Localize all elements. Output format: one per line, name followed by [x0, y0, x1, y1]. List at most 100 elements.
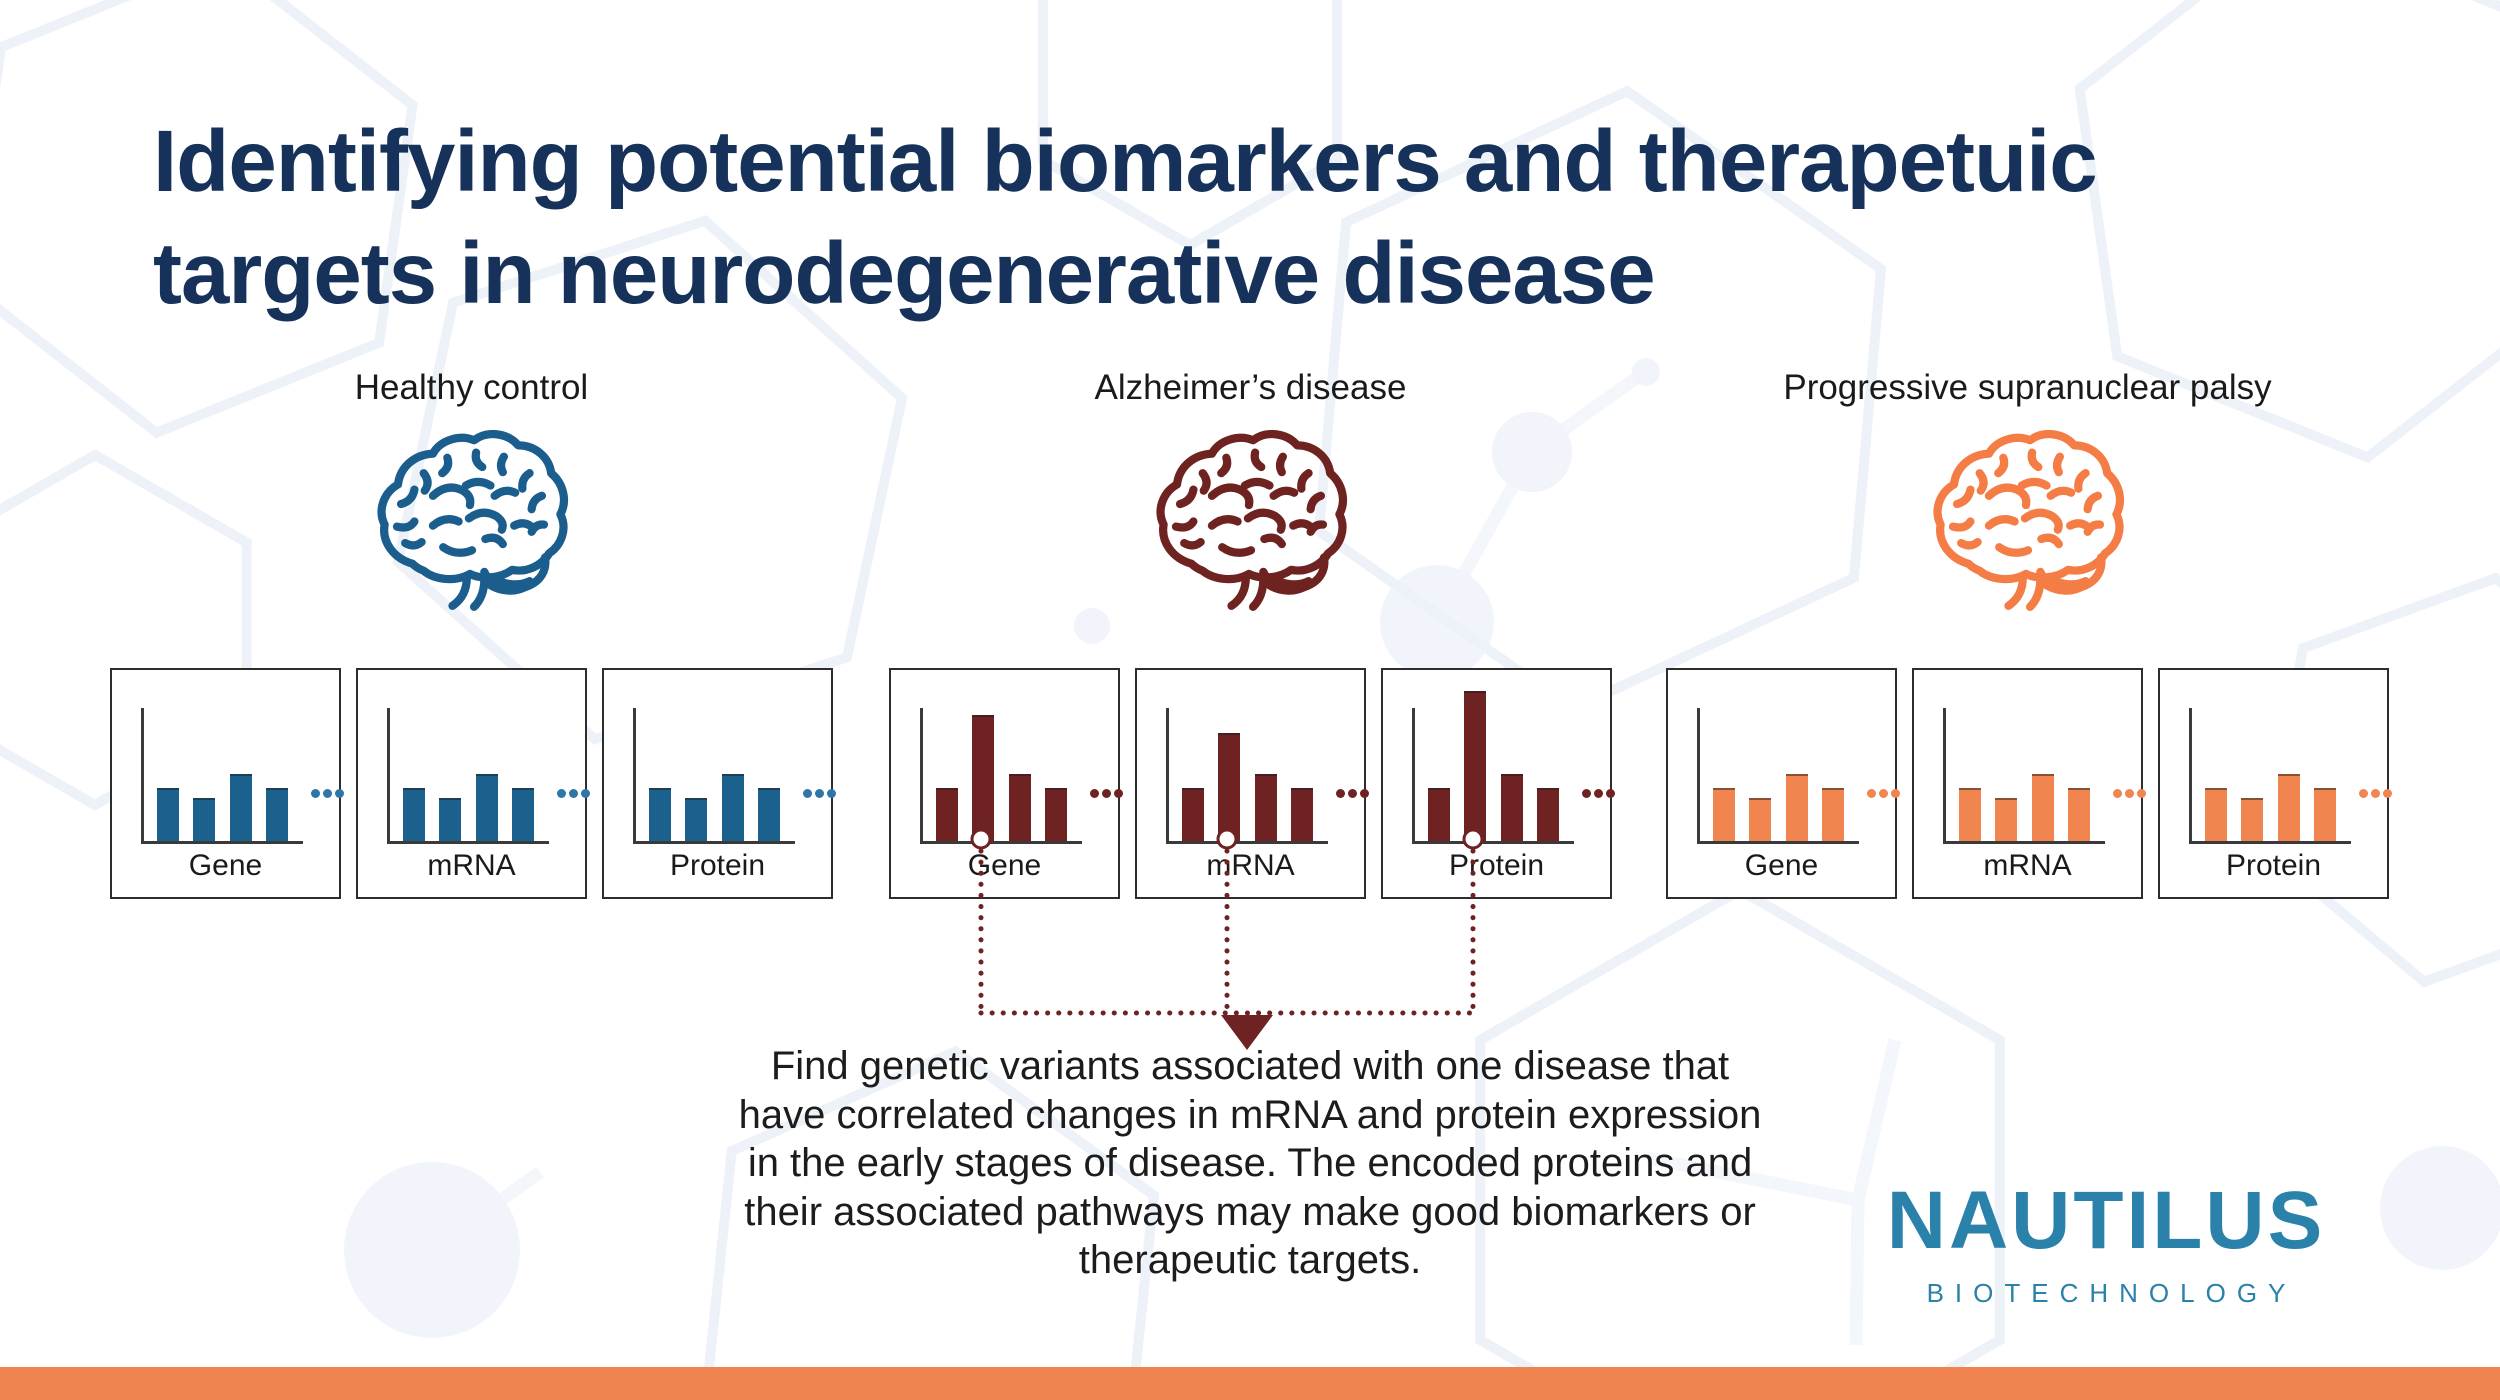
bar [1182, 788, 1204, 841]
page-title-line2: targets in neurodegenerative disease [153, 225, 1656, 323]
ellipsis-dot-icon [1090, 789, 1099, 798]
x-axis [1166, 841, 1328, 844]
bar [2314, 788, 2336, 841]
ellipsis-dot-icon [2383, 789, 2392, 798]
healthy-chart-mrna: mRNA [356, 668, 590, 899]
chart-label: mRNA [1983, 849, 2072, 882]
healthy-brain [110, 430, 833, 618]
y-axis [141, 708, 144, 844]
bar [1822, 788, 1844, 841]
x-axis [1943, 841, 2105, 844]
psp-chart-protein: Protein [2158, 668, 2392, 899]
page-title-line1: Identifying potential biomarkers and the… [153, 113, 2098, 211]
bar [685, 798, 707, 841]
bar [266, 788, 288, 841]
ellipsis-dot-icon [1102, 789, 1111, 798]
y-axis [920, 708, 923, 844]
psp-brain-icon [1933, 430, 2124, 611]
bar [403, 788, 425, 841]
chart-label: mRNA [1206, 849, 1295, 882]
y-axis [1166, 708, 1169, 844]
nautilus-logo: NAUTILUS BIOTECHNOLOGY [1880, 1180, 2332, 1309]
chart-label: Gene [1744, 849, 1819, 882]
x-axis [1697, 841, 1859, 844]
bar [230, 774, 252, 841]
ellipsis-dot-icon [569, 789, 578, 798]
y-axis [387, 708, 390, 844]
x-axis [141, 841, 303, 844]
page-title: Identifying potential biomarkers and the… [153, 106, 2443, 330]
chart-label: Protein [2225, 849, 2322, 882]
alzheimers-label: Alzheimer’s disease [1094, 368, 1407, 407]
chart-label: Gene [188, 849, 263, 882]
bar [439, 798, 461, 841]
ellipsis-dot-icon [1360, 789, 1369, 798]
alzheimers-brain-icon [1156, 430, 1347, 611]
ellipsis-dot-icon [581, 789, 590, 798]
alzheimers-chart-gene: Gene [889, 668, 1123, 899]
bar [1786, 774, 1808, 841]
psp-brain [1666, 430, 2389, 618]
ellipsis-dot-icon [1348, 789, 1357, 798]
ellipsis-dot-icon [323, 789, 332, 798]
healthy-chart-protein: Protein [602, 668, 836, 899]
ellipsis-dot-icon [1336, 789, 1345, 798]
annotation-line: their associated pathways may make good … [744, 1189, 1756, 1234]
bar [1464, 691, 1486, 841]
ellipsis-dot-icon [2371, 789, 2380, 798]
group-alzheimers: Alzheimer’s disease Gene mRNA Protein [889, 368, 1615, 908]
nautilus-subtitle: BIOTECHNOLOGY [1926, 1278, 2297, 1308]
healthy-label: Healthy control [354, 368, 589, 407]
bar [512, 788, 534, 841]
annotation-text: Find genetic variants associated with on… [600, 1042, 1900, 1285]
bar [1959, 788, 1981, 841]
ellipsis-dot-icon [2125, 789, 2134, 798]
ellipsis-dot-icon [2113, 789, 2122, 798]
nautilus-wordmark: NAUTILUS [1886, 1175, 2326, 1266]
x-axis [2189, 841, 2351, 844]
y-axis [1943, 708, 1946, 844]
ellipsis-dot-icon [803, 789, 812, 798]
x-axis [387, 841, 549, 844]
chart-label: Protein [1448, 849, 1545, 882]
bar [157, 788, 179, 841]
ellipsis-dot-icon [1582, 789, 1591, 798]
ellipsis-dot-icon [1891, 789, 1900, 798]
annotation-line: have correlated changes in mRNA and prot… [738, 1092, 1762, 1137]
y-axis [2189, 708, 2192, 844]
healthy-brain-icon [377, 430, 568, 611]
annotation-line: Find genetic variants associated with on… [770, 1044, 1730, 1088]
bar [1218, 733, 1240, 841]
bar [1009, 774, 1031, 841]
bar [1291, 788, 1313, 841]
bar [1428, 788, 1450, 841]
bar [1537, 788, 1559, 841]
psp-chart-mrna: mRNA [1912, 668, 2146, 899]
bar [2068, 788, 2090, 841]
healthy-chart-gene: Gene [110, 668, 344, 899]
y-axis [1697, 708, 1700, 844]
alzheimers-chart-mrna: mRNA [1135, 668, 1369, 899]
bar [1501, 774, 1523, 841]
ellipsis-dot-icon [2137, 789, 2146, 798]
bar [2241, 798, 2263, 841]
ellipsis-dot-icon [557, 789, 566, 798]
psp-chart-gene: Gene [1666, 668, 1900, 899]
psp-charts-row: Gene mRNA Protein [1666, 668, 2392, 899]
bar [1995, 798, 2017, 841]
y-axis [633, 708, 636, 844]
ellipsis-dot-icon [1606, 789, 1615, 798]
alzheimers-charts-row: Gene mRNA Protein [889, 668, 1615, 899]
chart-label: Gene [967, 849, 1042, 882]
ellipsis-dot-icon [1114, 789, 1123, 798]
bar [758, 788, 780, 841]
footer-accent-bar [0, 1367, 2500, 1400]
ellipsis-dot-icon [311, 789, 320, 798]
bar [2278, 774, 2300, 841]
